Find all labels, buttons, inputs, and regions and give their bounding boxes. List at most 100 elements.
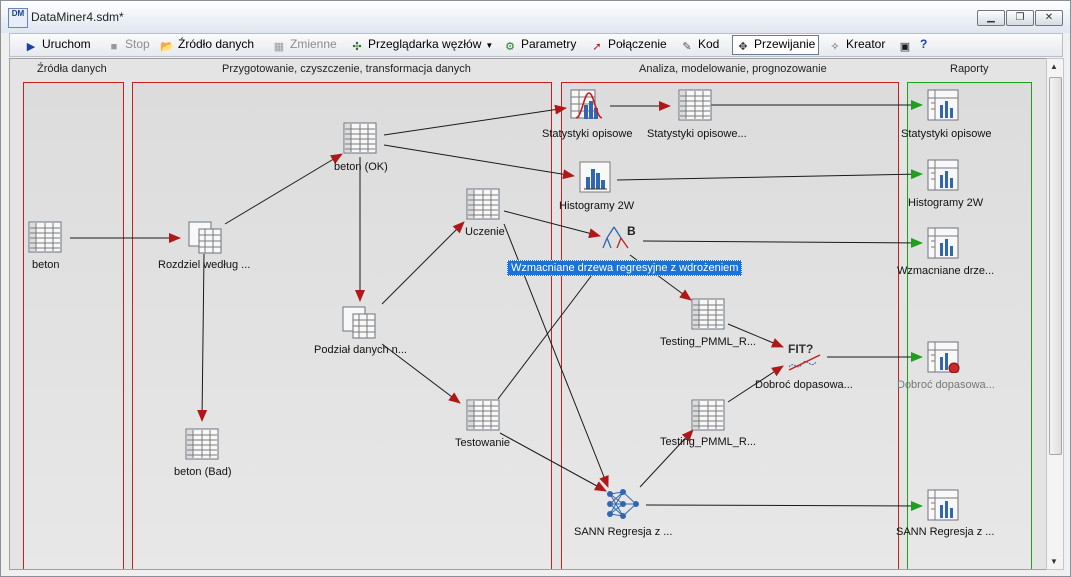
scroll-up-icon[interactable]: ▲: [1050, 62, 1058, 71]
connection: [503, 210, 601, 239]
connection: [645, 500, 923, 511]
report-node-sann-label: SANN Regresja z ...: [896, 526, 995, 538]
node-browser-icon: ✣: [352, 41, 362, 53]
node-training-label: Uczenie: [465, 226, 505, 238]
stop-icon: ■: [110, 41, 118, 53]
node-tooltip: Wzmacniane drzewa regresyjne z wdrożenie…: [507, 260, 743, 276]
connection: [639, 429, 694, 488]
run-button[interactable]: ▶ Uruchom: [24, 36, 91, 53]
node-beton-ok-label: beton (OK): [334, 161, 388, 173]
variables-label: Zmienne: [290, 37, 337, 51]
wizard-button[interactable]: ✧ Kreator: [828, 36, 885, 53]
node-testing-pmml-1-label: Testing_PMML_R...: [660, 336, 756, 348]
connection: [499, 432, 607, 492]
connection: [727, 365, 784, 403]
spreadsheet-icon: [691, 298, 725, 330]
boosted-trees-badge: B: [627, 224, 636, 238]
minimize-button[interactable]: ▁: [977, 10, 1005, 26]
open-folder-icon: 📂: [160, 41, 174, 53]
column-header-sources: Źródła danych: [37, 63, 107, 75]
wizard-label: Kreator: [846, 37, 886, 51]
report-icon: [927, 227, 959, 259]
tree-model-icon: [602, 226, 629, 249]
node-split-by-label: Rozdziel według ...: [158, 259, 251, 271]
neural-network-icon: [607, 489, 639, 519]
node-beton-label: beton: [32, 259, 60, 271]
title-bar: DM DataMiner4.sdm* ▁ ❐ ✕: [1, 1, 1070, 33]
node-descriptive-stats-label: Statystyki opisowe: [542, 128, 633, 140]
scroll-down-icon[interactable]: ▼: [1050, 557, 1058, 566]
connection: [616, 169, 923, 181]
spreadsheet-icon: [343, 122, 377, 154]
connection-button[interactable]: ➚Połączenie: [590, 36, 667, 53]
connection: [383, 104, 567, 136]
data-source-button[interactable]: 📂 Źródło danych: [160, 36, 254, 53]
connection: [497, 270, 596, 400]
node-data-split-label: Podział danych n...: [314, 344, 407, 356]
goodness-of-fit-icon: [788, 354, 821, 371]
maximize-button[interactable]: ❐: [1006, 10, 1034, 26]
connections-layer: [70, 100, 923, 511]
close-button[interactable]: ✕: [1035, 10, 1063, 26]
play-icon: ▶: [26, 41, 36, 53]
toolbar: ▶ Uruchom ■Stop 📂 Źródło danych ▦ Zmienne ✣…: [9, 33, 1063, 57]
connection: [383, 144, 575, 180]
variables-icon: ▦: [273, 41, 285, 53]
variables-button[interactable]: ▦ Zmienne: [272, 36, 337, 53]
parameters-label: Parametry: [521, 37, 577, 51]
app-icon: DM: [8, 8, 28, 28]
node-sann-regression-label: SANN Regresja z ...: [574, 526, 673, 538]
spreadsheet-icon: [466, 399, 500, 431]
node-histogram-2w-label: Histogramy 2W: [559, 200, 635, 212]
vertical-scrollbar[interactable]: ▲ ▼: [1046, 58, 1064, 570]
report-node-boosted-label: Wzmacniane drze...: [897, 265, 995, 277]
scrollbar-thumb[interactable]: [1049, 77, 1062, 455]
workspace-canvas[interactable]: Źródła danych Przygotowanie, czyszczenie…: [9, 58, 1047, 570]
node-descriptive-stats-output-label: Statystyki opisowe...: [647, 128, 747, 140]
node-testing-pmml-2-label: Testing_PMML_R...: [660, 436, 756, 448]
chevron-down-icon[interactable]: ▼: [485, 41, 494, 50]
panning-icon: ✥: [738, 41, 748, 53]
connection: [224, 153, 343, 225]
panning-button[interactable]: ✥Przewijanie: [732, 35, 820, 55]
sources-column-frame: [23, 82, 124, 569]
split-data-icon: [342, 306, 376, 339]
column-header-analysis: Analiza, modelowanie, prognozowanie: [639, 63, 827, 75]
code-icon: ✎: [682, 41, 692, 53]
connection: [381, 221, 465, 305]
analysis-column-frame: [561, 82, 899, 569]
report-node-stats-label: Statystyki opisowe: [901, 128, 992, 140]
stop-button[interactable]: ■Stop: [107, 36, 150, 53]
spreadsheet-icon: [28, 221, 62, 253]
report-error-icon: [927, 341, 960, 373]
connection: [197, 253, 208, 422]
connection-label: Połączenie: [608, 37, 667, 51]
spreadsheet-icon: [678, 89, 712, 121]
parameters-icon: ⚙: [505, 41, 515, 53]
run-label: Uruchom: [42, 37, 91, 51]
connection: [727, 323, 784, 348]
node-browser-label: Przeglądarka węzłów: [368, 37, 482, 51]
connection: [642, 237, 923, 248]
help-button[interactable]: ?: [920, 37, 928, 51]
window-title: DataMiner4.sdm*: [31, 10, 124, 24]
save-button[interactable]: ▣: [898, 36, 916, 53]
node-testing-label: Testowanie: [455, 437, 511, 449]
code-label: Kod: [698, 37, 720, 51]
spreadsheet-icon: [691, 399, 725, 431]
node-goodness-of-fit-label: Dobroć dopasowa...: [755, 379, 853, 391]
report-icon: [927, 489, 959, 521]
histogram-icon: [579, 161, 611, 193]
column-header-reports: Raporty: [950, 63, 989, 75]
data-source-label: Źródło danych: [178, 37, 255, 51]
spreadsheet-icon: [185, 428, 219, 460]
report-icon: [927, 89, 959, 121]
report-node-histogram-label: Histogramy 2W: [908, 197, 984, 209]
code-button[interactable]: ✎ Kod: [680, 36, 719, 53]
report-icon: [927, 159, 959, 191]
fit-badge: FIT?: [788, 342, 814, 356]
node-browser-button[interactable]: ✣ Przeglądarka węzłów▼: [350, 36, 493, 53]
parameters-button[interactable]: ⚙ Parametry: [503, 36, 576, 53]
wizard-icon: ✧: [830, 41, 840, 53]
